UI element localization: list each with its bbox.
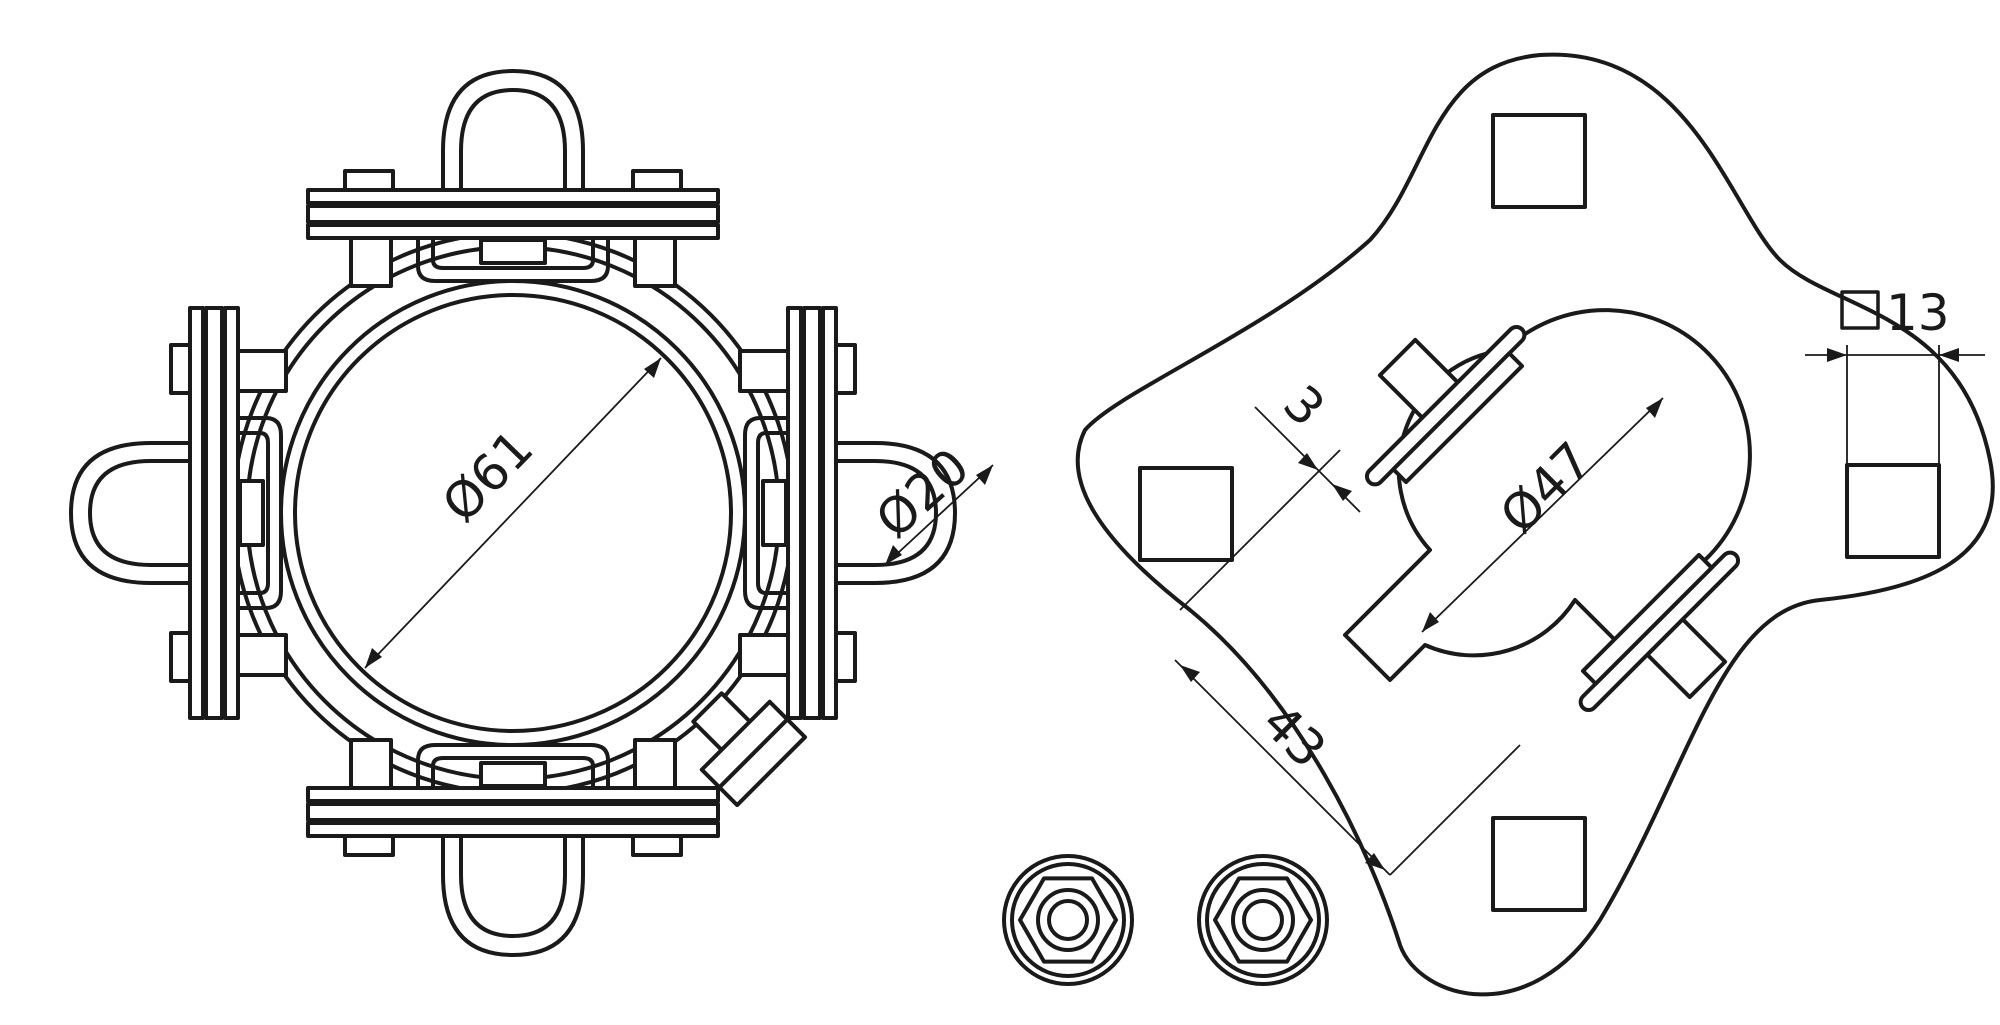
bracket-left	[69, 306, 288, 720]
bolt-upper	[1364, 324, 1527, 487]
dimension-sq13: 13	[1805, 284, 1985, 465]
set-screw	[691, 691, 808, 808]
dimension-43: 43	[1174, 659, 1521, 876]
dimension-d61: Ø61	[364, 357, 662, 669]
nut-left	[1002, 854, 1134, 986]
pipe-clamp-view: Ø61 Ø20	[69, 69, 994, 957]
square-hole-right	[1845, 463, 1941, 559]
sq13-label: 13	[1886, 284, 1950, 342]
t3-label: 3	[1272, 374, 1336, 438]
d20-label: Ø20	[865, 437, 980, 549]
bracket-top	[306, 69, 720, 288]
d47-label: Ø47	[1489, 431, 1603, 545]
cross-plate-view: Ø47 3 43 13	[1075, 52, 1995, 997]
nut-right	[1197, 854, 1329, 986]
square-hole-left	[1138, 466, 1234, 562]
bracket-bottom	[306, 738, 720, 957]
d61-label: Ø61	[431, 419, 544, 533]
square-symbol	[1840, 290, 1880, 330]
dimension-d47: Ø47	[1421, 397, 1664, 633]
clamp-ring-inner	[293, 293, 733, 733]
bolt-lower	[1578, 550, 1741, 713]
l43-label: 43	[1251, 693, 1337, 779]
square-hole-bottom	[1491, 816, 1587, 912]
dimension-3: 3	[1179, 374, 1361, 611]
square-hole-top	[1491, 113, 1587, 209]
